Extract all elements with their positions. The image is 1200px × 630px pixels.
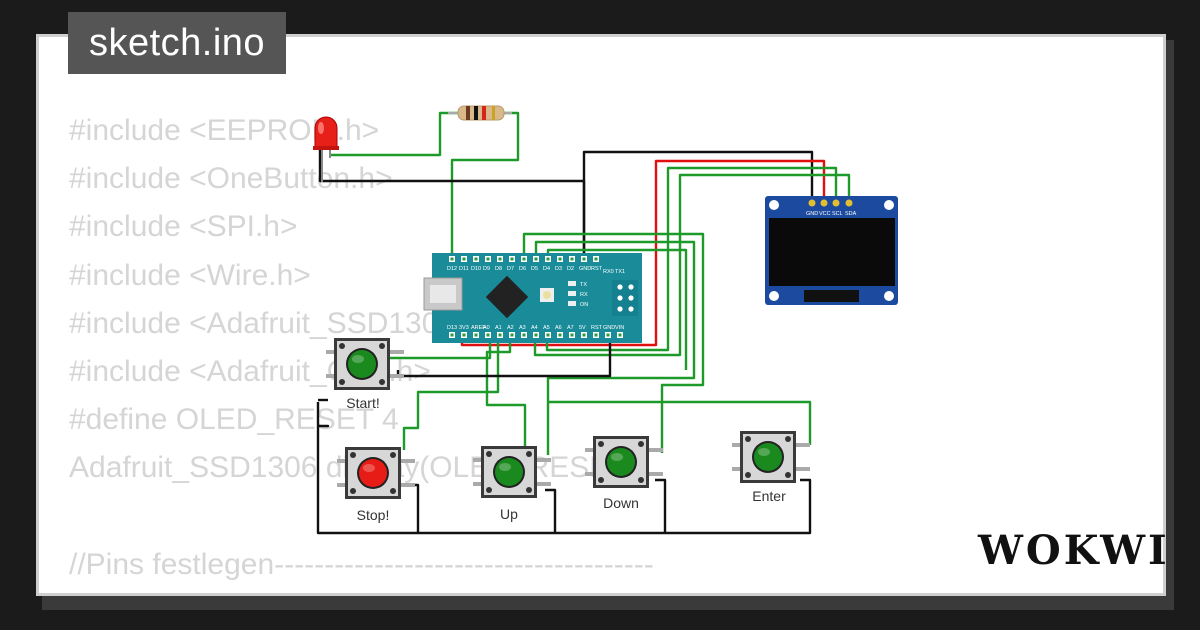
pin-label-gnd: GND <box>579 266 591 272</box>
pin-label-b-rst: RST <box>591 325 603 331</box>
pin-label-b-a3: A3 <box>519 325 526 331</box>
pin-label-b-gnd: GND <box>603 325 615 331</box>
sketch-title[interactable]: sketch.ino <box>68 12 286 74</box>
wires <box>316 111 851 535</box>
wire-gnd-stop <box>404 483 420 533</box>
oled-pin-scl: SCL <box>832 211 843 217</box>
pin-label-d9: D9 <box>483 266 490 272</box>
wire-d5-enter <box>534 240 696 455</box>
pin-label-b-vin: VIN <box>615 325 624 331</box>
stop-button[interactable]: Stop! <box>337 447 415 523</box>
oled-pin-sda: SDA <box>845 211 857 217</box>
wire-led-resistor <box>330 111 458 157</box>
pin-label-b-3v3: 3V3 <box>459 325 469 331</box>
oled-display[interactable]: GND VCC SCL SDA <box>765 196 898 305</box>
resistor[interactable] <box>448 105 512 121</box>
pin-label-d12: D12 <box>447 266 457 272</box>
down-button-label: Down <box>603 495 639 511</box>
down-button[interactable]: Down <box>585 436 663 511</box>
wire-gnd-down <box>655 478 667 533</box>
pin-label-b-5v: 5V <box>579 325 586 331</box>
wire-scl <box>545 166 838 352</box>
pin-label-tx1: TX1 <box>615 269 625 275</box>
pin-label-d6: D6 <box>519 266 526 272</box>
wire-start-a0 <box>390 338 492 360</box>
pin-label-b-d13: D13 <box>447 325 457 331</box>
oled-pin-gnd: GND <box>806 211 818 217</box>
pin-label-d7: D7 <box>507 266 514 272</box>
pin-label-d11: D11 <box>459 266 469 272</box>
led-red[interactable] <box>313 116 339 182</box>
label-on: ON <box>580 302 588 308</box>
wire-start-gnd <box>396 338 612 378</box>
pin-label-d3: D3 <box>555 266 562 272</box>
wire-d6-down <box>522 232 705 453</box>
code-background: #include <EEPROM.h> #include <OneButton.… <box>69 114 654 581</box>
up-button-label: Up <box>500 506 518 522</box>
stop-button-label: Stop! <box>357 507 390 523</box>
pin-label-d10: D10 <box>471 266 481 272</box>
pin-label-b-a1: A1 <box>495 325 502 331</box>
enter-button[interactable]: Enter <box>732 431 810 504</box>
pin-label-d4: D4 <box>543 266 550 272</box>
oled-pin-vcc: VCC <box>819 211 831 217</box>
wokwi-logo[interactable]: WOKWI <box>978 527 1170 574</box>
pin-label-d5: D5 <box>531 266 538 272</box>
pin-label-b-a5: A5 <box>543 325 550 331</box>
start-button[interactable]: Start! <box>326 338 404 411</box>
pin-label-d2: D2 <box>567 266 574 272</box>
pin-label-b-a0: A0 <box>483 325 490 331</box>
wire-a1-stop <box>402 338 500 450</box>
label-tx: TX <box>580 282 587 288</box>
pin-label-d8: D8 <box>495 266 502 272</box>
wire-resistor-d12 <box>450 111 520 258</box>
pin-label-rst: RST <box>591 266 603 272</box>
wire-gnd-chain <box>316 402 812 535</box>
wire-a2-up <box>485 338 527 470</box>
pin-label-b-a6: A6 <box>555 325 562 331</box>
pin-label-rx0: RX0 <box>603 269 614 275</box>
pin-label-b-a4: A4 <box>531 325 538 331</box>
pin-label-b-a7: A7 <box>567 325 574 331</box>
enter-button-label: Enter <box>752 488 786 504</box>
start-button-label: Start! <box>346 395 379 411</box>
wire-enter <box>548 400 812 445</box>
label-rx: RX <box>580 292 588 298</box>
pin-label-b-aref: AREF <box>471 325 486 331</box>
wire-sda <box>533 173 851 357</box>
pin-label-b-a2: A2 <box>507 325 514 331</box>
wire-gnd-up <box>545 488 557 533</box>
up-button[interactable]: Up <box>473 446 551 522</box>
